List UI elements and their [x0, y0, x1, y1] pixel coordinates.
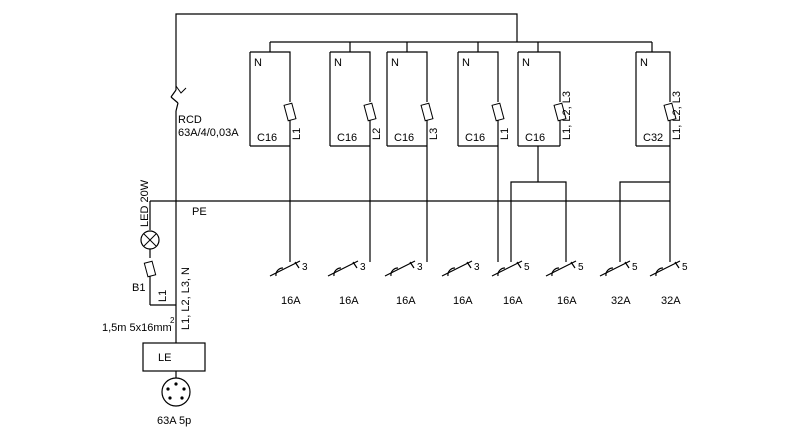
socket-outlet: 3 16A	[327, 260, 366, 307]
socket-outlet: 5 32A	[599, 260, 638, 307]
le-label: LE	[158, 352, 171, 364]
b1-phase: L1	[157, 290, 169, 302]
socket-outlet: 3 16A	[269, 260, 308, 307]
fuse-icon	[553, 102, 567, 122]
cable-spec-superscript: 2	[170, 316, 175, 325]
breaker-phases: L1	[291, 128, 303, 140]
socket-icon	[333, 267, 342, 277]
breaker-top	[518, 51, 561, 102]
rcd-rating: 63A/4/0,03A	[178, 127, 239, 139]
neutral-label: N	[254, 57, 262, 69]
cable-spec: 1,5m 5x16mm	[102, 322, 172, 334]
breaker-phases: L1, L2, L3	[561, 91, 573, 140]
neutral-label: N	[334, 57, 342, 69]
b1-label: B1	[132, 282, 145, 294]
socket-outlet: 5 32A	[649, 260, 688, 307]
fuse-icon	[420, 102, 434, 122]
breaker-top	[458, 51, 499, 102]
socket-outlet: 3 16A	[384, 260, 423, 307]
pe-label: PE	[192, 206, 207, 218]
breaker-module: N C16 L3	[386, 51, 440, 147]
socket-outlet: 5 16A	[491, 260, 530, 307]
rcd-switch: RCD 63A/4/0,03A	[170, 85, 239, 139]
rcd-label: RCD	[178, 114, 202, 126]
led-indicator: LED 20W	[139, 179, 160, 258]
socket-outlet: 5 16A	[545, 260, 584, 307]
breaker-rating: C16	[525, 132, 545, 144]
socket-group: 3 16A 3 16A 3 16A 3 16A 5 16A 5 16A 5 32A 5 32A	[269, 260, 688, 307]
socket-contact	[384, 260, 416, 277]
neutral-label: N	[391, 57, 399, 69]
breaker-phases: L2	[371, 128, 383, 140]
socket-rating: 16A	[453, 295, 473, 307]
breaker-rating: C16	[465, 132, 485, 144]
socket-icon	[551, 267, 560, 277]
breaker-rating: C16	[394, 132, 414, 144]
breaker-phases: L1, L2, L3	[671, 91, 683, 140]
socket-poles: 3	[417, 262, 423, 273]
breaker-rating: C32	[643, 132, 663, 144]
neutral-return-wire	[175, 13, 518, 90]
breaker-top	[636, 51, 671, 102]
outlet-bridge	[619, 181, 670, 262]
socket-contact	[649, 260, 681, 277]
socket-icon	[605, 267, 614, 277]
socket-rating: 32A	[661, 295, 681, 307]
socket-contact	[327, 260, 359, 277]
fuse-icon	[363, 102, 377, 122]
socket-rating: 16A	[281, 295, 301, 307]
breaker-module: N C16 L2	[329, 51, 383, 147]
neutral-label: N	[640, 57, 648, 69]
socket-poles: 5	[632, 262, 638, 273]
power-inlet-icon	[161, 377, 191, 407]
led-label: LED 20W	[139, 179, 151, 227]
breaker-module: N C16 L1	[457, 51, 511, 147]
socket-poles: 5	[524, 262, 530, 273]
breaker-phases: L3	[428, 128, 440, 140]
socket-rating: 32A	[611, 295, 631, 307]
breaker-top	[387, 51, 428, 102]
socket-contact	[491, 260, 523, 277]
breaker-module: N C16 L1, L2, L3	[517, 51, 573, 147]
fuse-icon	[663, 102, 677, 122]
socket-icon	[275, 267, 284, 277]
le-box	[142, 342, 206, 372]
neutral-label: N	[522, 57, 530, 69]
breaker-module: N C16 L1	[249, 51, 303, 147]
socket-contact	[269, 260, 301, 277]
socket-poles: 5	[578, 262, 584, 273]
fuse-icon	[143, 260, 157, 278]
breaker-rating: C16	[337, 132, 357, 144]
breaker-group: N C16 L1 N C16 L2 N C16 L3 N C16 L1 N C16 L1, L2, L3 N C…	[249, 51, 683, 262]
breaker-phases: L1	[499, 128, 511, 140]
socket-rating: 16A	[396, 295, 416, 307]
breaker-top	[330, 51, 371, 102]
socket-rating: 16A	[339, 295, 359, 307]
socket-outlet: 3 16A	[441, 260, 480, 307]
neutral-label: N	[462, 57, 470, 69]
b1-fuse: B1 L1	[132, 260, 176, 306]
socket-icon	[447, 267, 456, 277]
socket-rating: 16A	[557, 295, 577, 307]
socket-poles: 5	[682, 262, 688, 273]
socket-poles: 3	[360, 262, 366, 273]
socket-contact	[545, 260, 577, 277]
socket-icon	[497, 267, 506, 277]
socket-icon	[390, 267, 399, 277]
fuse-icon	[283, 102, 297, 122]
socket-icon	[655, 267, 664, 277]
outlet-bridge	[510, 181, 567, 262]
socket-rating: 16A	[503, 295, 523, 307]
breaker-top	[250, 51, 291, 102]
fuse-icon	[491, 102, 505, 122]
socket-contact	[599, 260, 631, 277]
socket-contact	[441, 260, 473, 277]
inlet-label: 63A 5p	[157, 415, 191, 427]
socket-poles: 3	[302, 262, 308, 273]
feed-conductors-label: L1, L2, L3, N	[180, 267, 192, 330]
breaker-module: N C32 L1, L2, L3	[635, 51, 683, 147]
breaker-rating: C16	[257, 132, 277, 144]
socket-poles: 3	[474, 262, 480, 273]
